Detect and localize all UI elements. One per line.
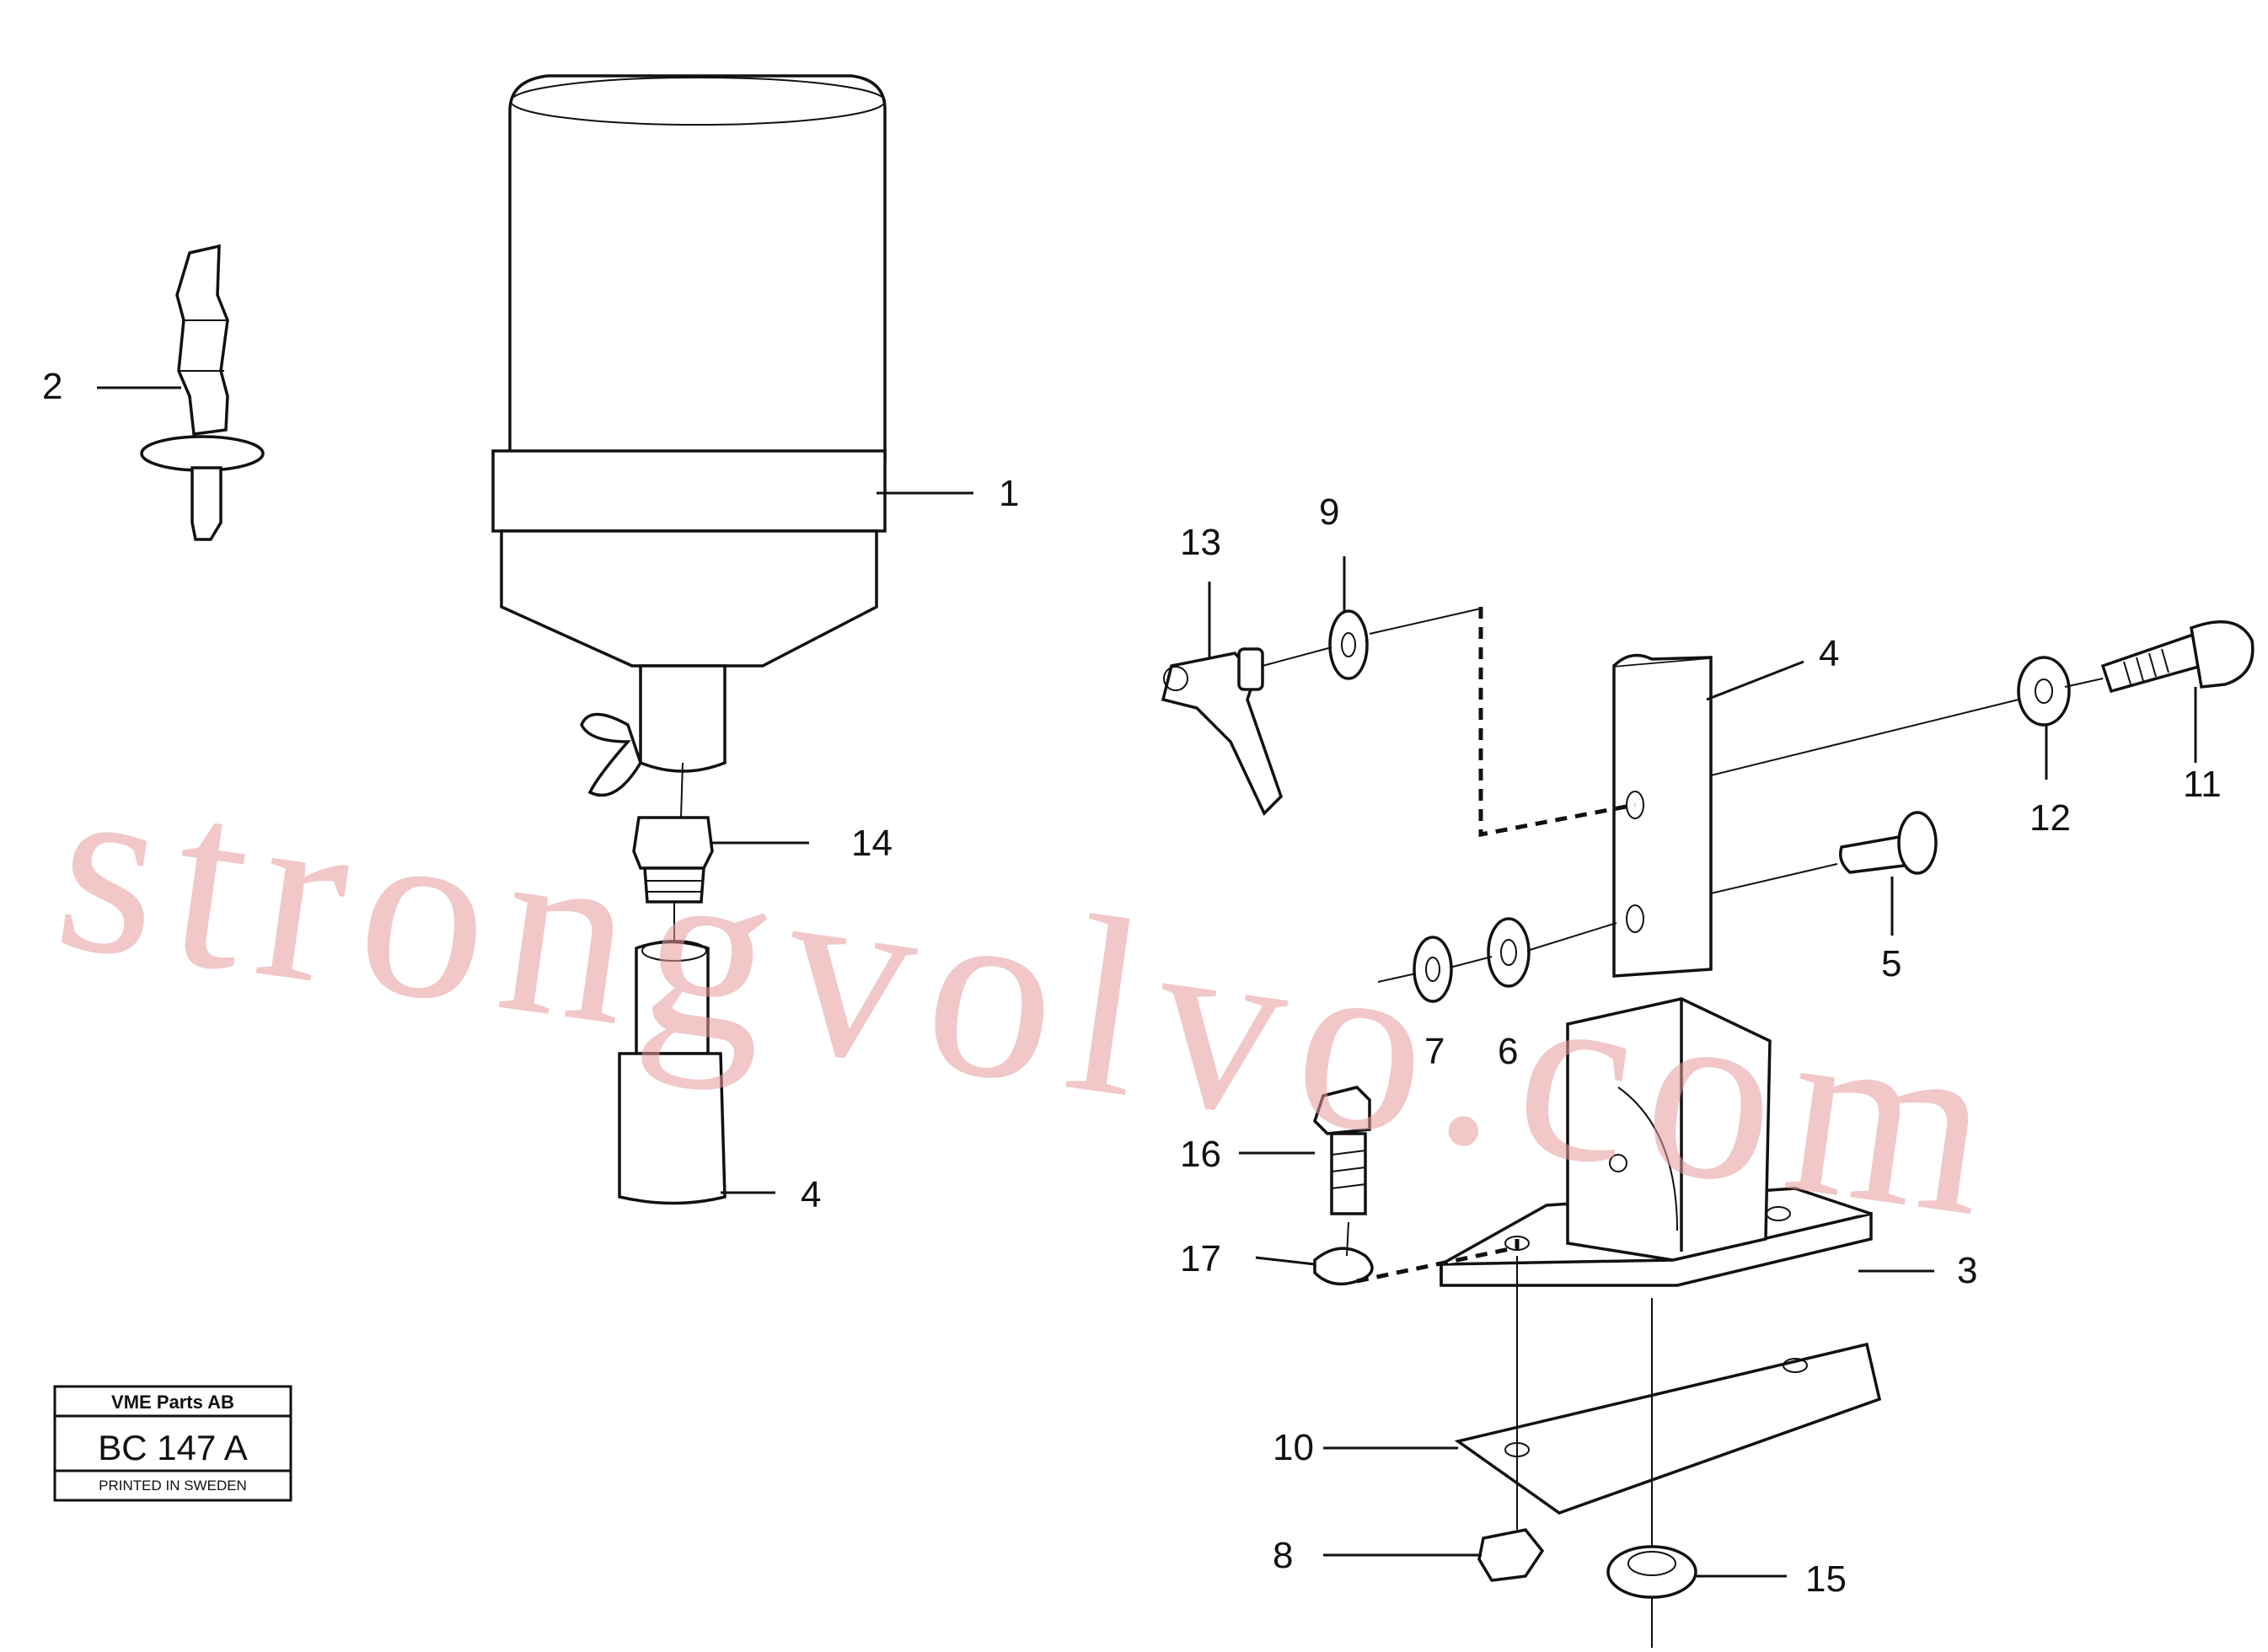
watermark-text: strongvolvo.com [43, 721, 2023, 1272]
callout-13: 15 [1805, 1558, 1847, 1600]
callout-12: 14 [851, 823, 893, 864]
callout-4-right: 4 [1819, 633, 1839, 674]
leader-lines [97, 386, 2197, 1578]
callout-17: 10 [1273, 1427, 1314, 1468]
part-5-pin [1839, 811, 1938, 875]
callout-8: 11 [2183, 764, 2222, 805]
stamp-company: VME Parts AB [111, 1392, 234, 1413]
part-11-clamp-lever [1161, 647, 1284, 816]
part-9-washer [2017, 656, 2071, 727]
part-4-tube-left [618, 902, 727, 1205]
callout-14: 16 [1180, 1134, 1221, 1175]
callout-labels: 2 1 13 9 4 12 11 5 14 4 7 6 16 17 3 10 8… [42, 366, 2222, 1600]
part-15-clip [1313, 1247, 1374, 1286]
part-6-washer [1487, 917, 1531, 988]
part-12-nipple [632, 816, 714, 904]
part-1-lamp-housing [491, 74, 887, 797]
part-14-screw [1312, 1086, 1371, 1215]
callout-15: 17 [1180, 1238, 1221, 1279]
part-13-grommet [1606, 1545, 1697, 1599]
part-17-plate [1454, 1342, 1882, 1515]
callout-3: 3 [1957, 1250, 1977, 1291]
part-4-post-right [1612, 653, 1713, 978]
part-10-washer [1328, 609, 1369, 680]
callout-4-left: 4 [801, 1174, 821, 1215]
callout-11: 13 [1180, 522, 1221, 563]
part-2-connector [140, 244, 265, 541]
callout-2: 2 [42, 366, 62, 407]
part-7-lock-washer [1413, 936, 1453, 1003]
callout-7: 7 [1424, 1031, 1445, 1072]
stamp-code: BC 147 A [98, 1428, 247, 1467]
callout-6: 6 [1498, 1031, 1518, 1072]
callout-1: 1 [999, 473, 1019, 514]
callout-10: 9 [1319, 491, 1339, 533]
part-8-bolt [2100, 620, 2255, 694]
stamp-footer: PRINTED IN SWEDEN [99, 1478, 247, 1494]
callout-5: 5 [1881, 943, 1901, 984]
callout-16: 8 [1273, 1535, 1293, 1576]
assembly-lines [680, 607, 2104, 1648]
title-stamp: VME Parts AB BC 147 A PRINTED IN SWEDEN [53, 1385, 292, 1502]
part-16-nut [1477, 1528, 1545, 1582]
callout-9: 12 [2029, 797, 2071, 839]
